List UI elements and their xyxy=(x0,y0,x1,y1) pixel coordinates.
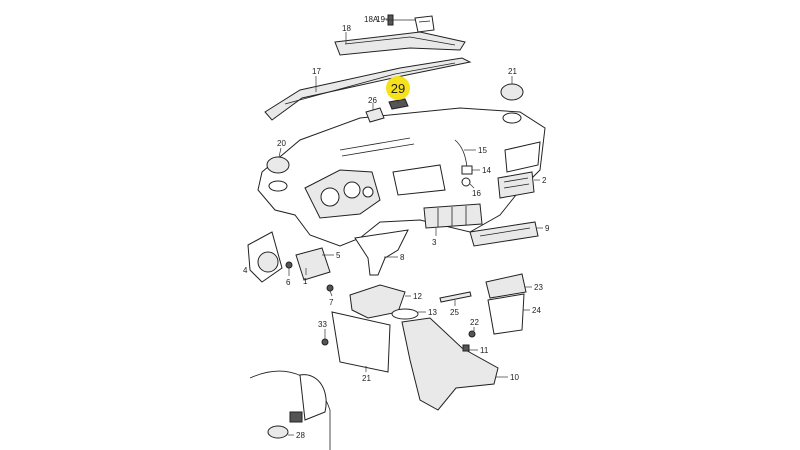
part-19-clip xyxy=(414,15,435,33)
part-2-side-vent xyxy=(497,171,535,199)
part-25-cupholder xyxy=(487,293,525,335)
callout-14: 14 xyxy=(482,166,491,175)
callout-2: 2 xyxy=(542,176,547,185)
callout-10: 10 xyxy=(510,373,519,382)
callout-33: 33 xyxy=(318,320,327,329)
callout-1: 1 xyxy=(303,277,308,286)
part-15-tube xyxy=(454,139,468,169)
callout-3: 3 xyxy=(432,238,437,247)
part-9-vent-strip xyxy=(469,221,539,247)
highlight-badge-29: 29 xyxy=(386,76,410,100)
callout-13: 13 xyxy=(428,308,437,317)
callout-18a: 18A xyxy=(364,15,379,24)
part-6-screw xyxy=(285,261,293,269)
callout-7: 7 xyxy=(329,298,334,307)
callout-28: 26 xyxy=(368,96,377,105)
part-16-knob xyxy=(461,177,471,187)
part-3-center-vent xyxy=(423,203,483,229)
leader-21-left xyxy=(278,147,282,158)
callout-21-left: 20 xyxy=(277,139,286,148)
part-13-duct xyxy=(391,308,419,320)
part-28-bracket xyxy=(365,107,385,123)
callout-17: 17 xyxy=(312,67,321,76)
part-7-screw xyxy=(326,284,334,292)
callout-20: 28 xyxy=(296,431,305,440)
callout-22: 21 xyxy=(362,374,371,383)
part-5-vent-duct xyxy=(295,247,331,281)
part-17-defroster-strip xyxy=(264,57,472,121)
callout-24: 23 xyxy=(534,283,543,292)
callout-19: 19 xyxy=(376,15,385,24)
callout-18: 18 xyxy=(342,24,351,33)
part-4-left-vent-housing xyxy=(247,231,283,283)
part-14-switch xyxy=(461,165,473,175)
leader-7 xyxy=(329,290,333,297)
callout-26: 25 xyxy=(450,308,459,317)
callout-21-right: 21 xyxy=(508,67,517,76)
callout-8: 8 xyxy=(400,253,405,262)
callout-25: 24 xyxy=(532,306,541,315)
part-26-strip xyxy=(439,291,472,303)
callout-6: 6 xyxy=(286,278,291,287)
part-18-trim-strip xyxy=(334,31,466,56)
callout-12: 12 xyxy=(413,292,422,301)
part-29-sensor-cover xyxy=(388,98,409,110)
callout-4: 4 xyxy=(243,266,248,275)
dashboard-body xyxy=(257,83,546,247)
part-20-door-area xyxy=(249,370,331,450)
callout-9: 9 xyxy=(545,224,550,233)
callout-5: 5 xyxy=(336,251,341,260)
callout-23: 22 xyxy=(470,318,479,327)
part-23-screw xyxy=(468,330,476,338)
part-8-console-funnel xyxy=(354,229,409,276)
part-10-console-frame xyxy=(401,317,499,411)
part-33-screw xyxy=(321,338,329,346)
part-11-clip xyxy=(462,344,470,352)
highlight-label: 29 xyxy=(391,81,405,96)
part-22-side-panel xyxy=(331,311,391,373)
part-24-cupholder-cover xyxy=(485,273,527,299)
callout-15: 15 xyxy=(478,146,487,155)
callout-11: 11 xyxy=(480,346,489,355)
leader-16 xyxy=(469,183,475,189)
callout-16: 16 xyxy=(472,189,481,198)
